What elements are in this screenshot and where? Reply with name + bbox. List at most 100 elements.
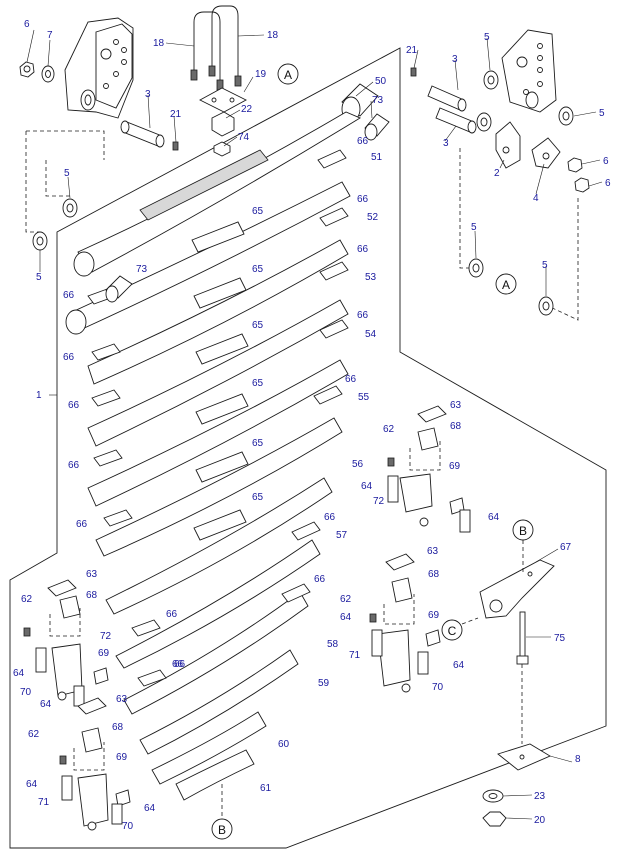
callout-2: 2 bbox=[494, 168, 500, 179]
callout-69: 69 bbox=[98, 648, 110, 659]
callout-69: 69 bbox=[449, 461, 461, 472]
u-bolt-18-pair bbox=[190, 5, 242, 91]
callout-66: 66 bbox=[166, 609, 178, 620]
callout-21: 21 bbox=[406, 45, 418, 56]
leaf-57 bbox=[115, 539, 321, 669]
callout-66: 66 bbox=[68, 400, 80, 411]
clamp-assembly-right-lower bbox=[369, 553, 441, 693]
ref-a-right: A bbox=[495, 273, 517, 295]
callout-6: 6 bbox=[603, 156, 609, 167]
ref-b-bottom: B bbox=[211, 818, 233, 840]
pads-66 bbox=[87, 149, 349, 687]
leaf-53 bbox=[87, 299, 349, 447]
leader-right-washers bbox=[459, 148, 579, 321]
dash-line-ref-c bbox=[461, 617, 479, 625]
sleeve-73-left bbox=[105, 275, 133, 303]
washer-5-bottom-right bbox=[538, 296, 554, 316]
callout-66: 66 bbox=[172, 659, 184, 670]
callout-63: 63 bbox=[427, 546, 439, 557]
callout-72: 72 bbox=[373, 496, 385, 507]
hex-nut-6-right-upper bbox=[567, 157, 583, 173]
shackle-2 bbox=[495, 121, 521, 169]
callout-70: 70 bbox=[20, 687, 32, 698]
callout-72: 72 bbox=[100, 631, 112, 642]
callout-59: 59 bbox=[318, 678, 330, 689]
callout-64: 64 bbox=[13, 668, 25, 679]
callout-70: 70 bbox=[122, 821, 134, 832]
hex-nut-6-topleft bbox=[19, 61, 35, 78]
callout-6: 6 bbox=[24, 19, 30, 30]
callout-64: 64 bbox=[340, 612, 352, 623]
torque-arm-67 bbox=[479, 559, 555, 619]
clamp-assembly-left-upper bbox=[23, 579, 109, 707]
callout-66: 66 bbox=[63, 290, 75, 301]
callout-5: 5 bbox=[484, 32, 490, 43]
leaf-56 bbox=[105, 477, 333, 615]
callout-1: 1 bbox=[36, 390, 42, 401]
leaf-55 bbox=[95, 417, 343, 557]
leaf-61 bbox=[175, 749, 255, 801]
ref-c: C bbox=[441, 619, 463, 641]
nut-22 bbox=[211, 111, 235, 137]
grease-nipple-21-topright bbox=[410, 67, 417, 77]
callout-62: 62 bbox=[383, 424, 395, 435]
leader-left-washers bbox=[25, 130, 105, 233]
callout-20: 20 bbox=[534, 815, 546, 826]
leaf-58 bbox=[123, 591, 309, 715]
callout-5: 5 bbox=[64, 168, 70, 179]
callout-65: 65 bbox=[252, 378, 264, 389]
callout-21: 21 bbox=[170, 109, 182, 120]
callout-74: 74 bbox=[238, 132, 250, 143]
callout-66: 66 bbox=[357, 194, 369, 205]
callout-3: 3 bbox=[452, 54, 458, 65]
svg-text:B: B bbox=[218, 823, 226, 837]
callout-65: 65 bbox=[252, 438, 264, 449]
callout-18: 18 bbox=[267, 30, 279, 41]
callout-5: 5 bbox=[36, 272, 42, 283]
callout-62: 62 bbox=[340, 594, 352, 605]
callout-73: 73 bbox=[372, 95, 384, 106]
callout-64: 64 bbox=[26, 779, 38, 790]
leaf-60 bbox=[151, 711, 267, 785]
ref-b-torque: B bbox=[512, 519, 534, 541]
callout-18: 18 bbox=[153, 38, 165, 49]
callout-60: 60 bbox=[278, 739, 290, 750]
pin-3-topleft bbox=[120, 120, 165, 148]
callout-3: 3 bbox=[145, 89, 151, 100]
callout-63: 63 bbox=[450, 400, 462, 411]
washer-5-left-upper bbox=[62, 198, 78, 218]
callout-66: 66 bbox=[68, 460, 80, 471]
callout-65: 65 bbox=[252, 320, 264, 331]
callout-51: 51 bbox=[371, 152, 383, 163]
spring-seat-plate-8 bbox=[497, 743, 551, 771]
svg-text:B: B bbox=[519, 524, 527, 538]
callout-65: 65 bbox=[252, 492, 264, 503]
callout-69: 69 bbox=[428, 610, 440, 621]
callout-6: 6 bbox=[605, 178, 611, 189]
assembly-boundary bbox=[9, 47, 607, 849]
svg-text:A: A bbox=[284, 68, 292, 82]
washer-5-left-lower bbox=[32, 231, 48, 251]
svg-text:C: C bbox=[448, 624, 457, 638]
callout-64: 64 bbox=[40, 699, 52, 710]
callout-19: 19 bbox=[255, 69, 267, 80]
rear-hanger-bracket bbox=[501, 29, 557, 113]
callout-53: 53 bbox=[365, 272, 377, 283]
leaf-59 bbox=[139, 649, 299, 755]
liners-65 bbox=[139, 149, 269, 541]
callout-75: 75 bbox=[554, 633, 566, 644]
clamp-assembly-left-lower bbox=[59, 697, 131, 831]
ref-a-left: A bbox=[277, 63, 299, 85]
callout-66: 66 bbox=[63, 352, 75, 363]
washer-5-mid bbox=[476, 112, 492, 132]
callout-62: 62 bbox=[28, 729, 40, 740]
leader-lines bbox=[26, 29, 603, 820]
hex-nut-6-right-lower bbox=[574, 177, 590, 193]
callout-66: 66 bbox=[357, 310, 369, 321]
callout-69: 69 bbox=[116, 752, 128, 763]
callout-68: 68 bbox=[428, 569, 440, 580]
reference-markers: A A B C B bbox=[211, 63, 534, 840]
callout-70: 70 bbox=[432, 682, 444, 693]
callout-71: 71 bbox=[38, 797, 50, 808]
callout-3: 3 bbox=[443, 138, 449, 149]
